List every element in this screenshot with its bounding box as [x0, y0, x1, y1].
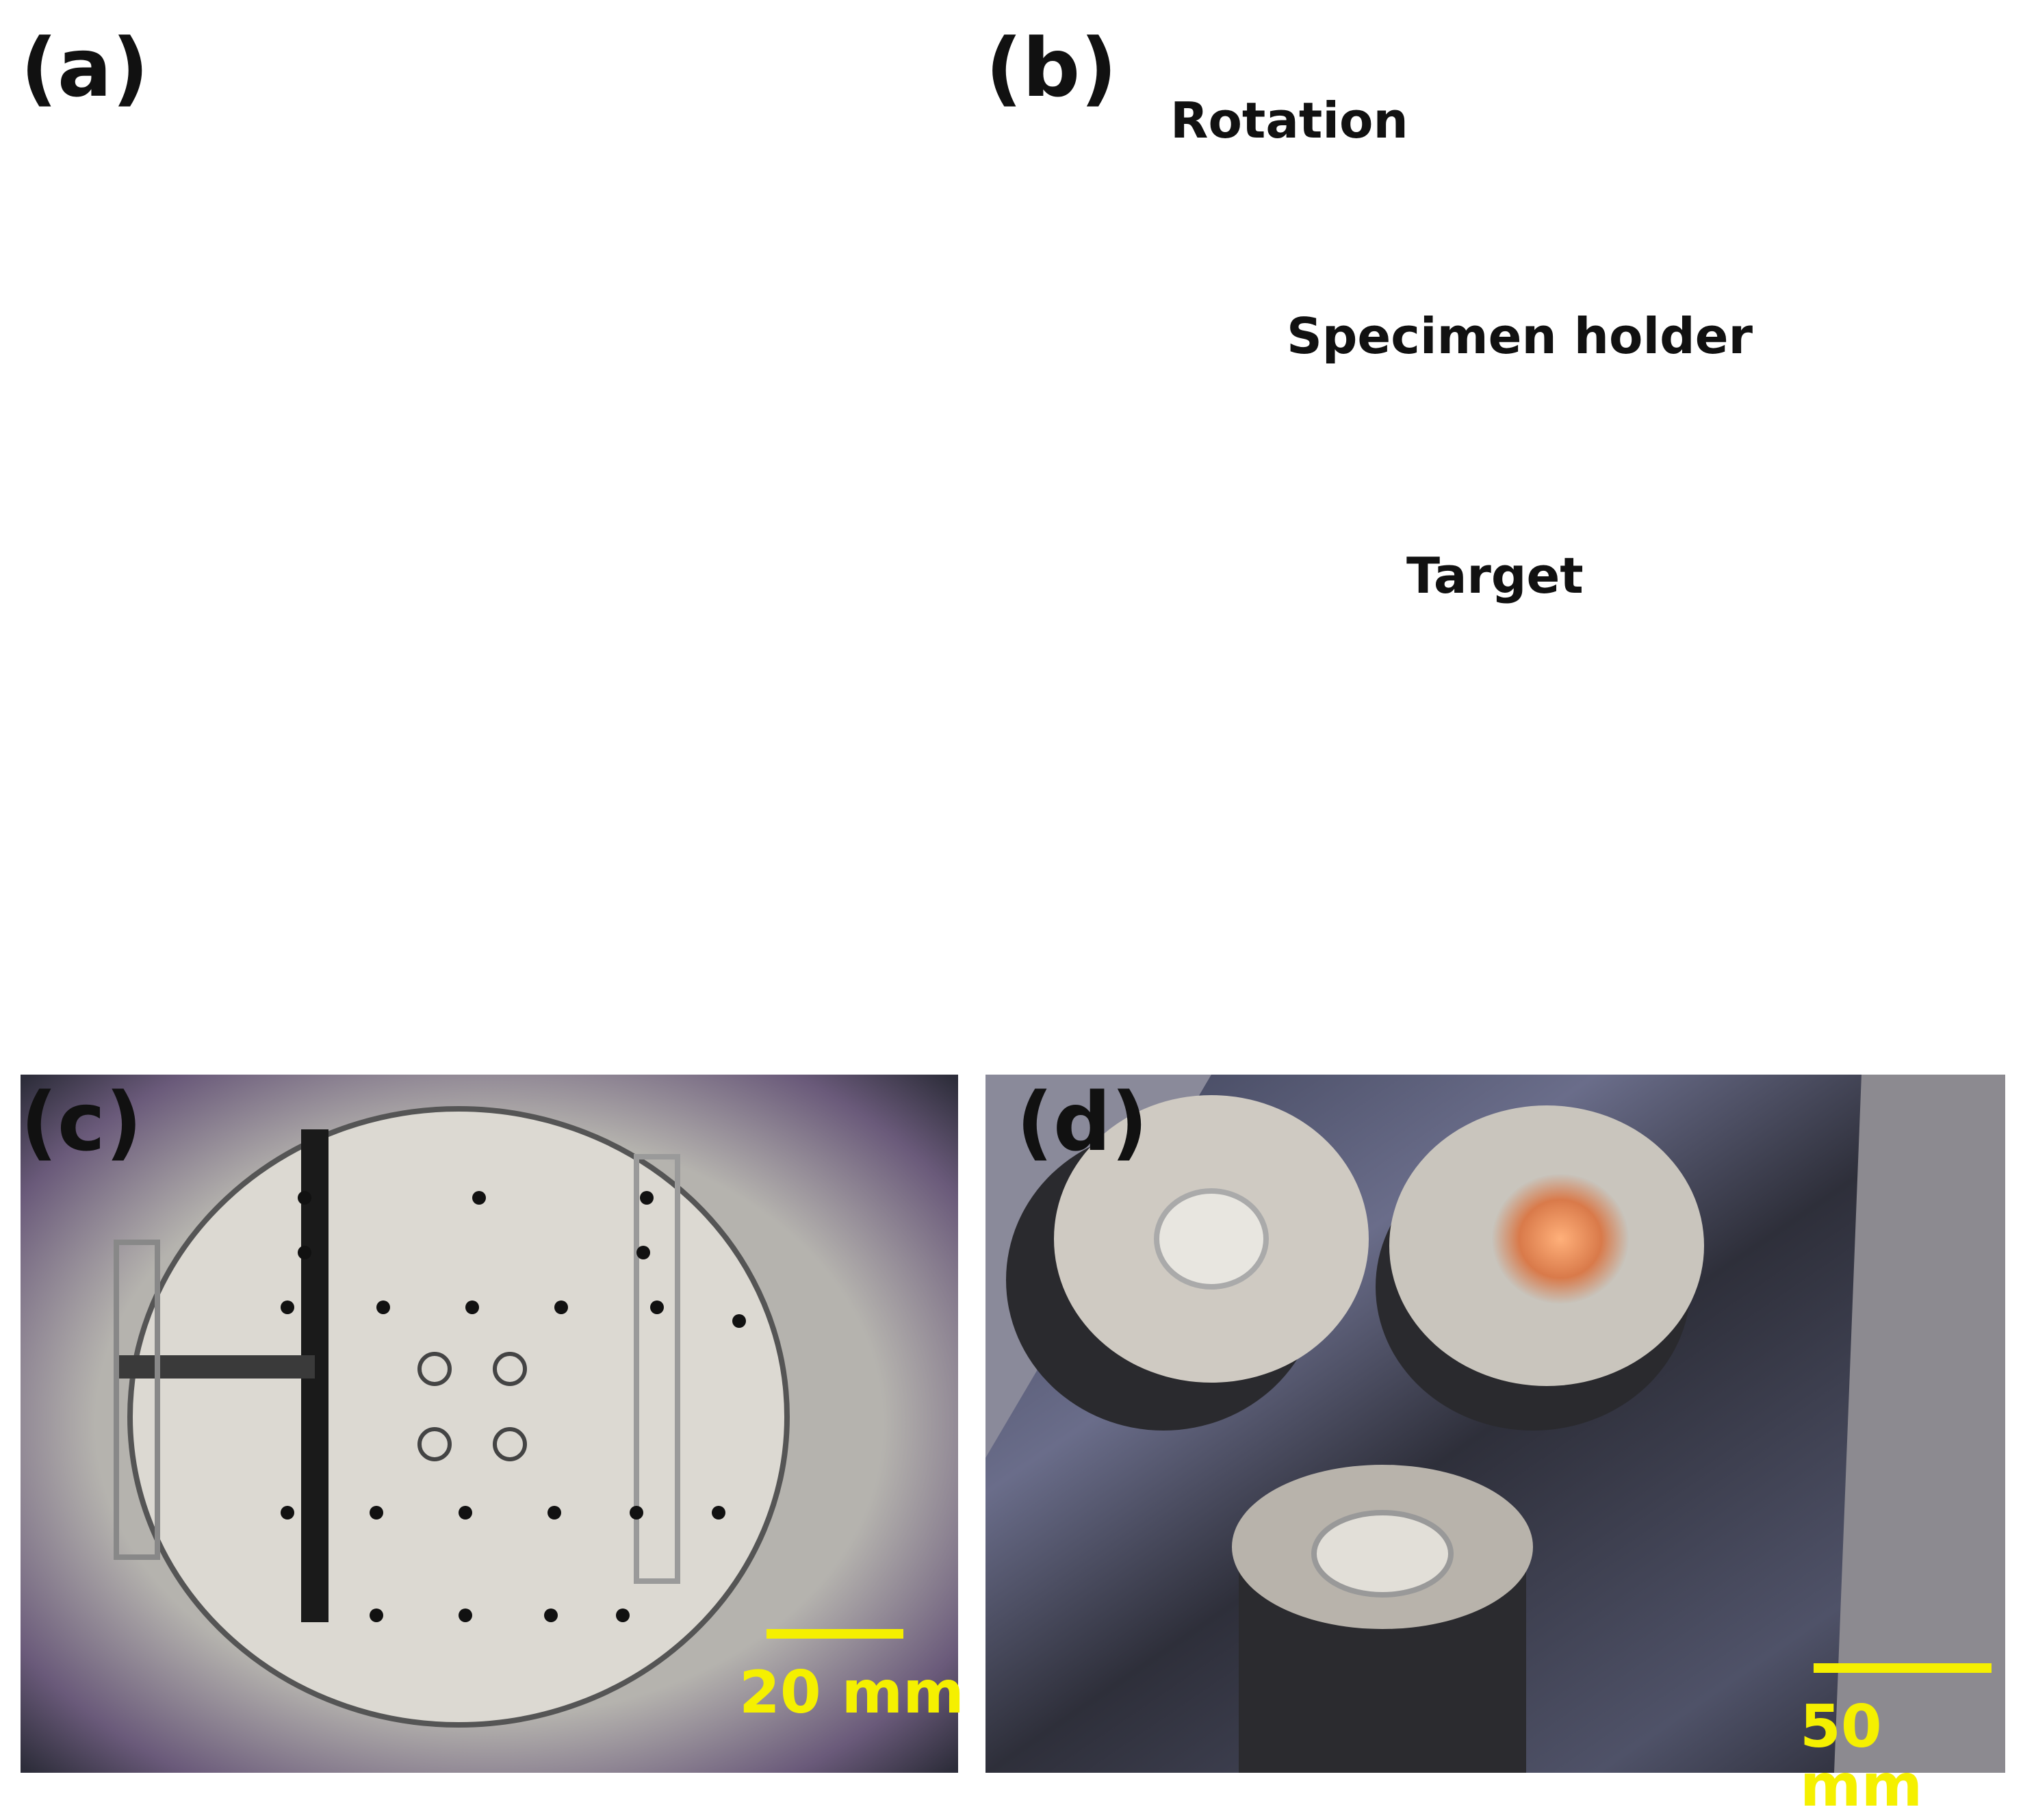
panel-label-a: (a): [21, 21, 149, 115]
left-gun-head: [1037, 570, 1302, 791]
right-gun-post: [1814, 787, 1930, 1013]
specimen-plate: [1232, 240, 1711, 291]
panel-label-c: (c): [21, 1075, 142, 1169]
rotation-arrow-right: [1799, 153, 1992, 217]
holder-illustration: [21, 1075, 958, 1773]
sputter-schematic: [1012, 92, 2001, 1013]
right-gun-head: [1736, 567, 2001, 788]
rotation-label: Rotation: [1170, 92, 1408, 149]
guns-illustration: [985, 1075, 2005, 1773]
center-gun-post: [1458, 726, 1581, 1013]
scale-bar-d-label: 50 mm: [1800, 1693, 1923, 1820]
panel-label-d: (d): [1016, 1075, 1148, 1169]
photo-a-chamber: [21, 21, 958, 1020]
scale-bar-d: [1814, 1663, 1992, 1673]
target-disk: [1355, 507, 1684, 739]
chamber-illustration: [21, 21, 958, 1020]
specimen-holder-label: Specimen holder: [1287, 307, 1753, 365]
scale-bar-c: [766, 1629, 903, 1639]
panel-label-b: (b): [985, 21, 1118, 115]
target-label: Target: [1406, 547, 1584, 604]
scale-bar-c-label: 20 mm: [739, 1658, 964, 1727]
left-gun-post: [1102, 787, 1218, 1013]
arrowhead-left: [1116, 96, 1143, 133]
arrowhead-right: [1834, 192, 1865, 229]
schematic-b: [985, 21, 2005, 1020]
photo-c-holder: [21, 1075, 958, 1773]
photo-d-guns: [985, 1075, 2005, 1773]
